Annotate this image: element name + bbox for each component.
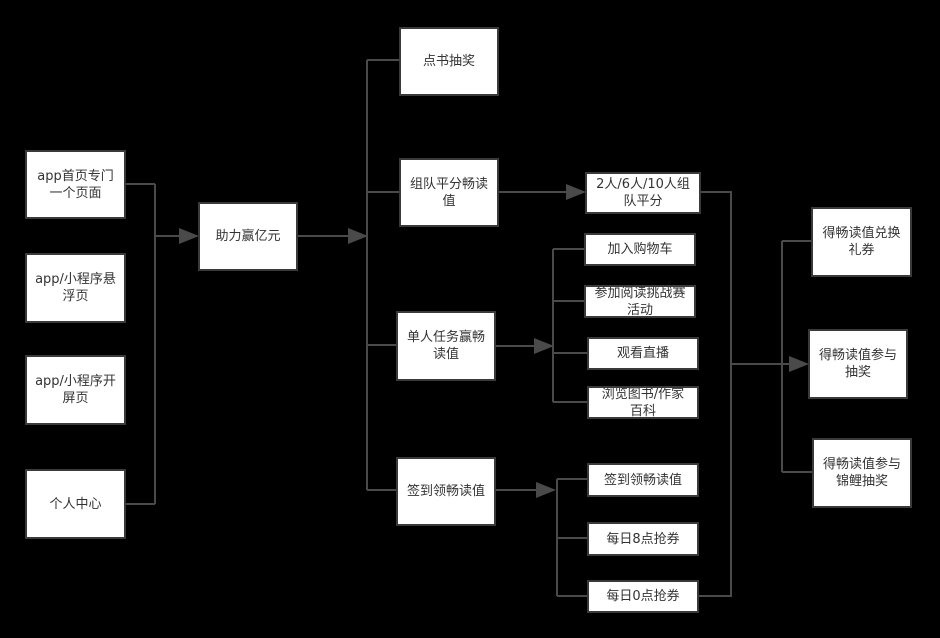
source-splash-page: app/小程序开屏页 (25, 355, 126, 425)
branch-solo: 单人任务赢畅读值 (396, 311, 496, 381)
checkin-item-signin: 签到领畅读值 (587, 463, 699, 497)
solo-item-browse: 浏览图书/作家百科 (587, 386, 699, 419)
outcome-koi-lottery: 得畅读值参与锦鲤抽奖 (812, 438, 912, 508)
solo-item-challenge: 参加阅读挑战赛活动 (584, 285, 696, 318)
checkin-item-midnight: 每日0点抢券 (587, 580, 699, 613)
source-personal-center: 个人中心 (25, 469, 126, 539)
checkin-item-8am: 每日8点抢券 (587, 522, 699, 556)
solo-item-cart: 加入购物车 (584, 233, 696, 266)
source-floating-page: app/小程序悬浮页 (25, 253, 126, 323)
outcome-trunk (781, 240, 812, 473)
branch-checkin: 签到领畅读值 (396, 457, 496, 526)
solo-trunk (552, 248, 587, 403)
outcome-coupon: 得畅读值兑换礼券 (811, 207, 912, 277)
branch-lottery: 点书抽奖 (399, 27, 499, 96)
solo-item-live: 观看直播 (587, 337, 699, 370)
source-connector (125, 183, 156, 505)
branch-trunk (366, 59, 399, 491)
branch-team: 组队平分畅读值 (399, 158, 499, 227)
hub-node: 助力赢亿元 (198, 202, 298, 271)
checkin-trunk (556, 478, 587, 597)
merge-trunk (698, 191, 732, 597)
team-item: 2人/6人/10人组队平分 (585, 172, 701, 214)
source-homepage: app首页专门一个页面 (25, 150, 126, 219)
outcome-lottery: 得畅读值参与抽奖 (808, 329, 908, 399)
